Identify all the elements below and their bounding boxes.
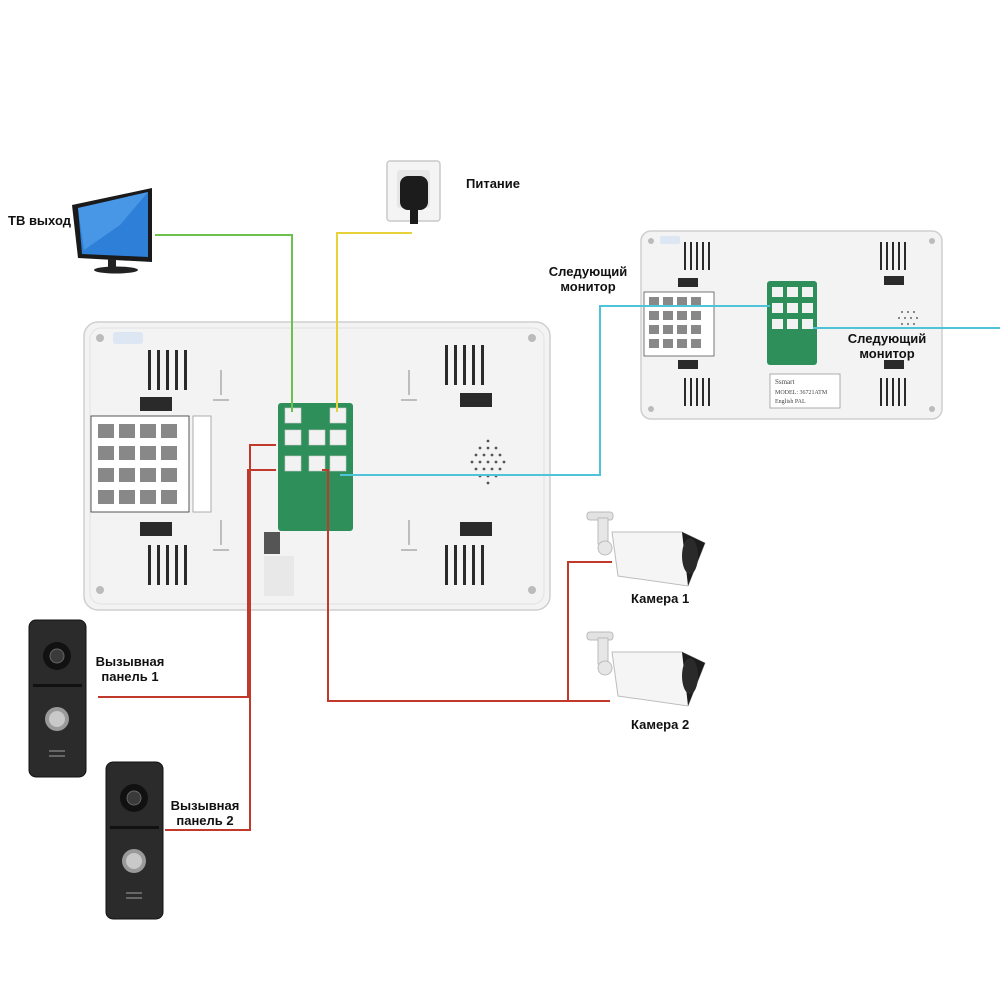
next-monitor-label-right: Следующий монитор	[847, 331, 927, 361]
camera1-wire	[567, 561, 612, 701]
camera2-label: Камера 2	[631, 717, 690, 732]
call-panel1-label: Вызывная панель 1	[95, 654, 165, 684]
ce-logo-icon	[113, 332, 143, 344]
power-label: Питание	[466, 176, 521, 191]
secondary-monitor: Ssmart MODEL: 36721ATM English PAL	[640, 230, 943, 420]
call-panel2-label: Вызывная панель 2	[170, 798, 240, 828]
call-panel2-icon	[105, 761, 164, 920]
camera1-icon	[586, 511, 706, 587]
monitor-brand: Ssmart	[775, 378, 795, 386]
next-monitor-wire-left	[340, 305, 770, 476]
camera1-label: Камера 1	[631, 591, 690, 606]
tv-wire	[155, 234, 293, 412]
power-wire	[336, 232, 412, 412]
monitor-model: MODEL: 36721ATM	[775, 390, 828, 396]
next-monitor-label-left: Следующий монитор	[548, 264, 628, 294]
camera2-icon	[586, 631, 706, 707]
camera2-wire	[322, 469, 610, 702]
panel2-wire	[165, 444, 276, 831]
board-connectors	[284, 407, 347, 472]
call-panel1-icon	[28, 619, 87, 778]
main-monitor	[83, 321, 551, 611]
tv-icon	[72, 188, 152, 274]
panel1-wire	[98, 469, 276, 698]
tv-out-label: ТВ выход	[8, 213, 71, 228]
monitor-lang: English PAL	[775, 399, 806, 405]
power-adapter-icon	[386, 160, 441, 224]
vent-slots	[140, 345, 492, 585]
